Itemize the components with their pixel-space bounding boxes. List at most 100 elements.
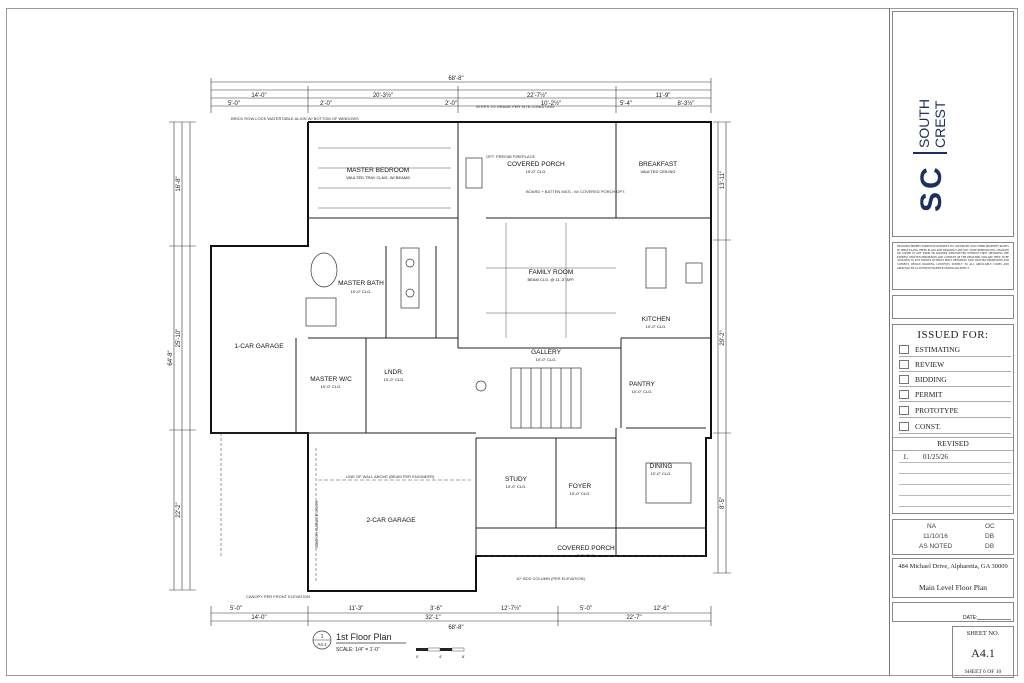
note-canopy: CANOPY PER FRONT ELEVATION bbox=[246, 594, 310, 599]
top-sub-6: 8'-3½" bbox=[678, 100, 695, 107]
revision-number: 1. bbox=[903, 453, 909, 461]
room-family-room-note: BEAM CLG. @ 11'-3" AFF. bbox=[527, 277, 574, 282]
interior-walls bbox=[211, 122, 711, 556]
logo-monogram-c: C bbox=[915, 167, 948, 189]
plan-scale: SCALE: 1/4" = 1'-0" bbox=[336, 647, 380, 653]
room-dining: DINING bbox=[650, 463, 673, 470]
issued-checkbox[interactable] bbox=[899, 390, 909, 399]
meta-drawn-by: OC bbox=[985, 523, 995, 530]
scale-bar: 0' 4' 8' bbox=[416, 647, 465, 659]
issued-checkbox[interactable] bbox=[899, 360, 909, 369]
room-master-wic-note: 10'-0" CLG. bbox=[321, 384, 342, 389]
right-dim-1: 13'-11" bbox=[720, 171, 726, 189]
issued-permit[interactable]: PERMIT bbox=[899, 390, 1011, 402]
room-breakfast: BREAKFAST bbox=[639, 161, 677, 168]
room-covered-porch-front-note: 9'-0" CLG. bbox=[577, 553, 595, 558]
room-master-wic: MASTER W/C bbox=[310, 376, 352, 383]
room-covered-porch-front: COVERED PORCH bbox=[557, 545, 615, 552]
scale-tick-8: 8' bbox=[462, 654, 465, 659]
top-dim-1: 14'-0" bbox=[251, 93, 266, 99]
logo-box: S C SOUTH CREST bbox=[892, 11, 1014, 237]
revision-row: 1. 01/25/26 bbox=[899, 453, 1011, 463]
top-dim-4: 11'-9" bbox=[656, 93, 671, 99]
sheet-number-box: SHEET NO. A4.1 SHEET 6 OF 10 bbox=[952, 626, 1014, 678]
room-master-bath: MASTER BATH bbox=[338, 280, 384, 287]
top-dim-3: 22'-7½" bbox=[527, 92, 547, 99]
issued-prototype[interactable]: PROTOTYPE bbox=[899, 406, 1011, 418]
left-dim-1: 16'-8" bbox=[176, 176, 182, 191]
top-sub-2: 2'-0" bbox=[320, 101, 332, 107]
room-breakfast-note: VAULTED CEILING bbox=[641, 169, 676, 174]
bottom-dim-1: 14'-0" bbox=[251, 615, 266, 621]
meta-scale: AS NOTED bbox=[919, 543, 953, 550]
issued-for-box: ISSUED FOR: ESTIMATING REVIEW BIDDING PE… bbox=[892, 324, 1014, 514]
issued-checkbox[interactable] bbox=[899, 406, 909, 415]
right-dim-3: 8'-5" bbox=[720, 497, 726, 509]
south-crest-logo: S C SOUTH CREST bbox=[913, 99, 948, 212]
issued-checkbox[interactable] bbox=[899, 422, 909, 431]
room-pantry-note: 10'-0" CLG. bbox=[632, 389, 653, 394]
bottom-sub-4: 12'-7½" bbox=[501, 605, 521, 612]
bottom-sub-2: 11'-3" bbox=[349, 606, 364, 612]
room-gallery-note: 10'-0" CLG. bbox=[536, 357, 557, 362]
note-garage-door: 9080 OH GARAGE DOOR bbox=[314, 501, 319, 548]
room-foyer-note: 10'-0" CLG. bbox=[570, 491, 591, 496]
project-address: 484 Michael Drive, Alpharetta, GA 30009 bbox=[898, 563, 1008, 570]
revision-date: 01/25/26 bbox=[923, 453, 948, 461]
revision-row-empty bbox=[899, 486, 1011, 496]
room-study-note: 10'-0" CLG. bbox=[506, 484, 527, 489]
note-brick: BRICK ROW-LOCK WATERTABLE ALIGN W/ BOTTO… bbox=[231, 116, 359, 121]
date-label: DATE: bbox=[963, 615, 978, 621]
bottom-dim-2: 32'-1" bbox=[425, 615, 440, 621]
room-covered-porch-rear-note: 10'-0" CLG. bbox=[526, 169, 547, 174]
dimension-labels: 68'-8" 14'-0" 20'-3½" 22'-7½" 11'-9" 5'-… bbox=[168, 76, 726, 631]
plan-notes: STEPS TO GRADE PER SITE CONDITION BRICK … bbox=[231, 104, 625, 599]
room-laundry-note: 10'-0" CLG. bbox=[384, 377, 405, 382]
date-box: DATE: bbox=[892, 602, 1014, 622]
room-kitchen: KITCHEN bbox=[642, 316, 671, 323]
garage-door-lines bbox=[220, 433, 317, 583]
floor-plan-drawing: 68'-8" 14'-0" 20'-3½" 22'-7½" 11'-9" 5'-… bbox=[6, 8, 884, 676]
room-pantry: PANTRY bbox=[629, 381, 655, 388]
plan-ref-sheet: A4.1 bbox=[317, 642, 327, 647]
sheet-count: SHEET 6 OF 10 bbox=[964, 669, 1002, 675]
room-kitchen-note: 10'-0" CLG. bbox=[646, 324, 667, 329]
issued-bidding[interactable]: BIDDING bbox=[899, 375, 1011, 387]
left-dim-2: 25'-10" bbox=[176, 329, 182, 348]
room-gallery: GALLERY bbox=[531, 349, 562, 356]
meta-date-by: DB bbox=[985, 533, 995, 540]
room-foyer: FOYER bbox=[569, 483, 592, 490]
issued-checkbox[interactable] bbox=[899, 375, 909, 384]
issued-for-title: ISSUED FOR: bbox=[917, 329, 989, 341]
beam-lines bbox=[318, 147, 706, 557]
brand-line-1: SOUTH bbox=[916, 99, 932, 148]
title-block: S C SOUTH CREST DESIGNER HEREBY EXPRESSL… bbox=[889, 8, 1018, 678]
bottom-sub-1: 5'-0" bbox=[230, 606, 242, 612]
issued-estimating[interactable]: ESTIMATING bbox=[899, 345, 1011, 357]
top-dim-2: 20'-3½" bbox=[373, 92, 393, 99]
overall-left-dim: 64'-8" bbox=[168, 350, 174, 365]
revised-title: REVISED bbox=[893, 437, 1013, 451]
blank-title-box bbox=[892, 295, 1014, 319]
top-sub-1: 5'-0" bbox=[228, 101, 240, 107]
room-1-car-garage: 1-CAR GARAGE bbox=[234, 343, 284, 350]
bottom-sub-6: 12'-6" bbox=[653, 606, 668, 612]
fixtures bbox=[305, 157, 703, 504]
meta-drawn-label: NA bbox=[927, 523, 937, 530]
floor-plan-svg: 68'-8" 14'-0" 20'-3½" 22'-7½" 11'-9" 5'-… bbox=[168, 76, 731, 659]
meta-date: 11/10/16 bbox=[923, 533, 948, 540]
bottom-dim-3: 22'-7" bbox=[626, 615, 641, 621]
drawing-meta-box: NA OC 11/10/16 DB AS NOTED DB bbox=[892, 519, 1014, 555]
issued-checkbox[interactable] bbox=[899, 345, 909, 354]
sheet-no-label: SHEET NO. bbox=[966, 630, 1000, 637]
note-box-column: 10" BOX COLUMN (PER ELEVATION) bbox=[516, 576, 586, 581]
scale-tick-0: 0' bbox=[416, 654, 419, 659]
issued-review[interactable]: REVIEW bbox=[899, 360, 1011, 372]
issued-const[interactable]: CONST. bbox=[899, 422, 1011, 434]
top-sub-4: 10'-2½" bbox=[541, 100, 561, 107]
date-field[interactable] bbox=[977, 619, 1011, 620]
plan-title-block: 1 A4.1 1st Floor Plan SCALE: 1/4" = 1'-0… bbox=[312, 630, 465, 659]
room-labels: MASTER BEDROOM VAULTED TRAY CLNG. W/ BEA… bbox=[234, 161, 677, 558]
room-family-room: FAMILY ROOM bbox=[529, 269, 574, 276]
overall-top-dim: 68'-8" bbox=[448, 76, 463, 82]
